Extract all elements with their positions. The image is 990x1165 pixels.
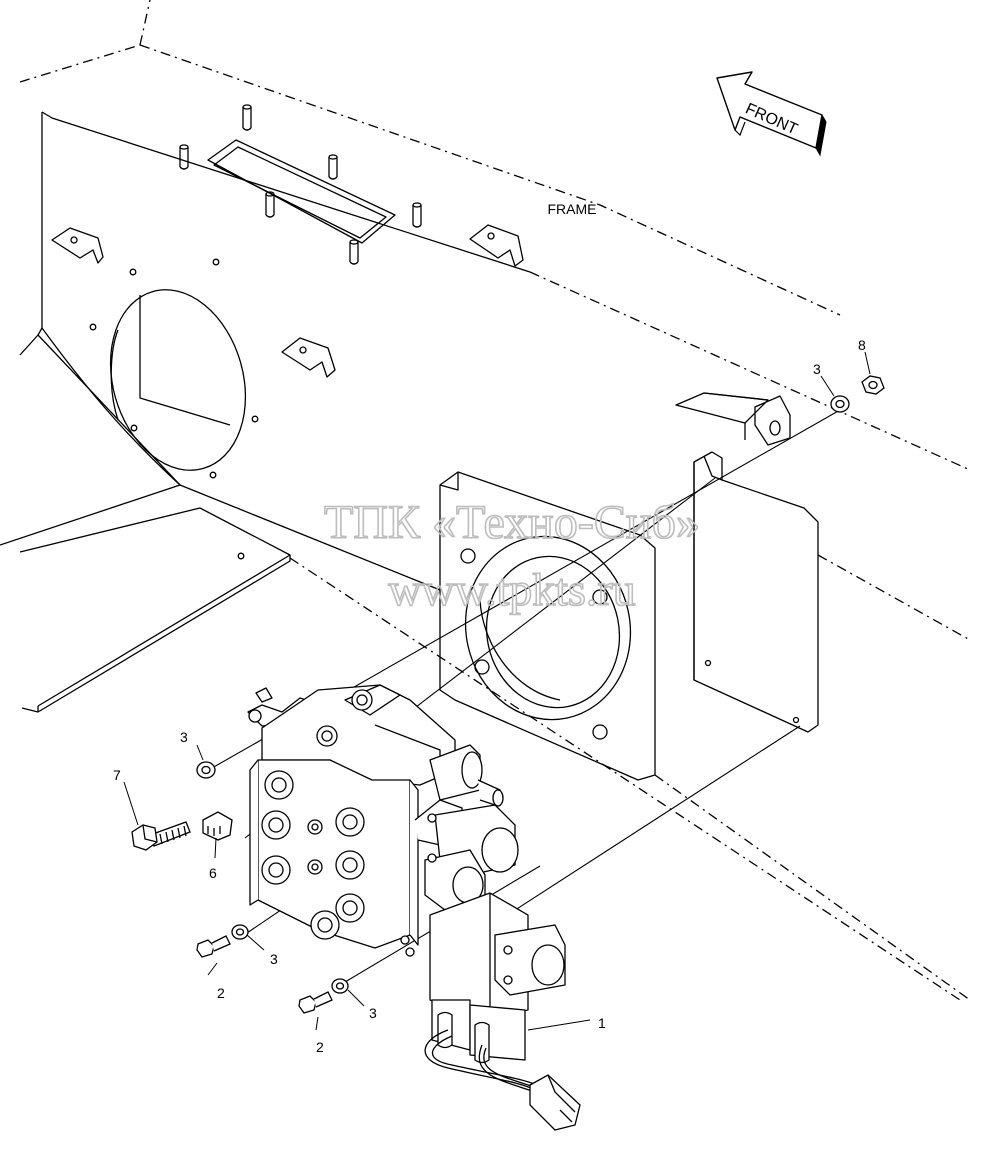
bolt-2-right <box>298 991 333 1014</box>
frame-structure <box>0 0 971 1001</box>
nut-8 <box>861 375 885 395</box>
bolt-2-left <box>196 935 231 958</box>
callout-part-7: 7 <box>113 767 121 783</box>
callout-part-3b: 3 <box>270 951 278 967</box>
washer-3-upper-right <box>830 395 850 413</box>
valve-ports <box>261 770 365 940</box>
callout-leaders <box>123 351 871 1031</box>
wire-connector <box>529 1074 581 1131</box>
callout-part-3a: 3 <box>180 729 188 745</box>
callout-part-3c: 3 <box>369 1005 377 1021</box>
control-valve-assembly <box>247 684 566 1064</box>
watermark-url: www.tpkts.ru <box>388 564 635 615</box>
clip-6 <box>202 811 233 841</box>
washer-3-upper-left <box>196 761 216 779</box>
wire-harness <box>424 1029 538 1093</box>
callout-labels: 1 2 2 3 3 3 3 6 7 8 <box>113 337 866 1055</box>
watermark: ТПК «Техно-Сиб» www.tpkts.ru <box>323 495 701 616</box>
callout-part-3d: 3 <box>813 361 821 377</box>
front-direction-arrow: FRONT <box>716 71 827 157</box>
callout-part-6: 6 <box>209 865 217 881</box>
callout-part-2a: 2 <box>217 985 225 1001</box>
washer-3-lower-left <box>231 924 249 940</box>
washer-3-lower-right <box>331 978 349 994</box>
callout-part-8: 8 <box>858 337 866 353</box>
watermark-company: ТПК «Техно-Сиб» <box>324 496 700 549</box>
callout-part-2b: 2 <box>316 1039 324 1055</box>
frame-brackets <box>51 224 524 378</box>
frame-studs <box>179 104 422 265</box>
bolt-7 <box>131 821 191 851</box>
callout-part-1: 1 <box>598 1015 606 1031</box>
frame-label: FRAME <box>548 201 597 217</box>
